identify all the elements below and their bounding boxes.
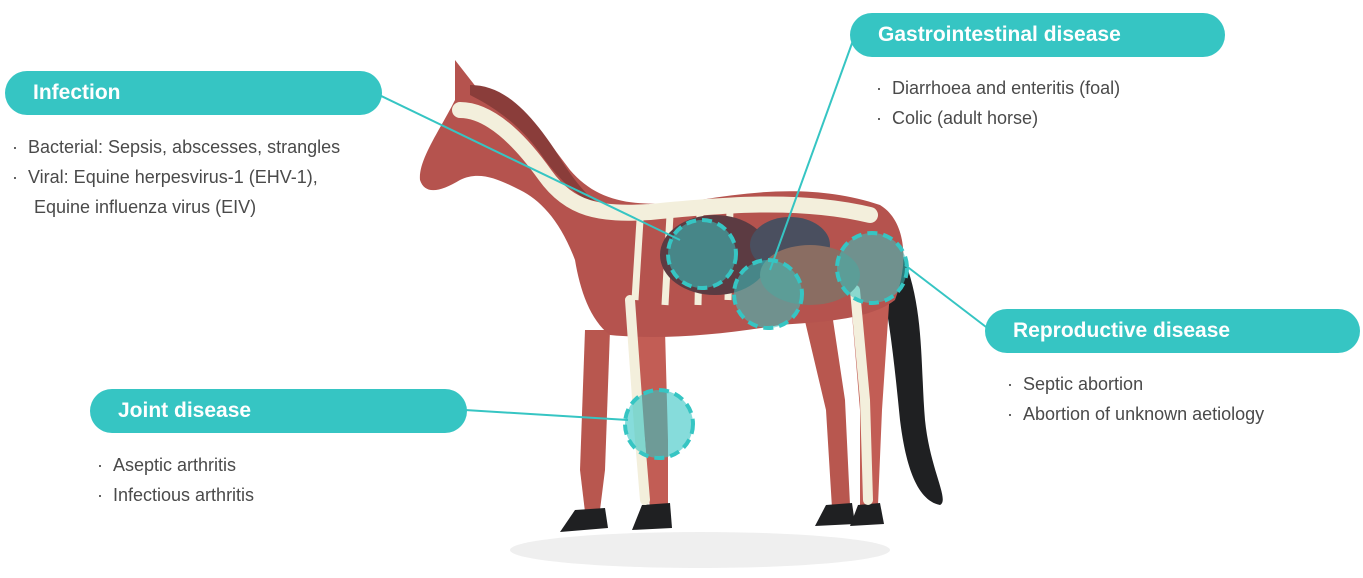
reproductive-item: Abortion of unknown aetiology <box>1005 399 1264 429</box>
infection-label-pill: Infection <box>5 71 382 115</box>
infection-item: Bacterial: Sepsis, abscesses, strangles <box>10 132 340 162</box>
joint-list: Aseptic arthritis Infectious arthritis <box>95 450 254 510</box>
horse-leg-front-left <box>580 330 610 512</box>
gastrointestinal-item: Colic (adult horse) <box>874 103 1120 133</box>
gastrointestinal-label-pill: Gastrointestinal disease <box>850 13 1225 57</box>
hoof <box>815 503 855 526</box>
reproductive-item: Septic abortion <box>1005 369 1264 399</box>
highlight-circle-reproductive <box>837 233 907 303</box>
reproductive-list: Septic abortion Abortion of unknown aeti… <box>1005 369 1264 429</box>
highlight-circle-infection <box>668 220 736 288</box>
hoof <box>560 508 608 532</box>
reproductive-title: Reproductive disease <box>1013 319 1230 343</box>
joint-item: Infectious arthritis <box>95 480 254 510</box>
hoof <box>850 503 884 526</box>
joint-title: Joint disease <box>118 399 251 423</box>
gastrointestinal-item: Diarrhoea and enteritis (foal) <box>874 73 1120 103</box>
infection-item: Viral: Equine herpesvirus-1 (EHV-1), <box>10 162 340 192</box>
joint-item: Aseptic arthritis <box>95 450 254 480</box>
gastrointestinal-title: Gastrointestinal disease <box>878 23 1121 47</box>
highlight-circle-gi <box>734 260 802 328</box>
reproductive-label-pill: Reproductive disease <box>985 309 1360 353</box>
highlight-circle-joint <box>625 390 693 458</box>
gastrointestinal-list: Diarrhoea and enteritis (foal) Colic (ad… <box>874 73 1120 133</box>
ground-shadow <box>510 532 890 568</box>
hoof <box>632 503 672 530</box>
horse-leg-hind-left <box>800 300 850 508</box>
infection-item-continued: Equine influenza virus (EIV) <box>10 192 340 222</box>
joint-label-pill: Joint disease <box>90 389 467 433</box>
infection-title: Infection <box>33 81 121 105</box>
infection-list: Bacterial: Sepsis, abscesses, strangles … <box>10 132 340 222</box>
